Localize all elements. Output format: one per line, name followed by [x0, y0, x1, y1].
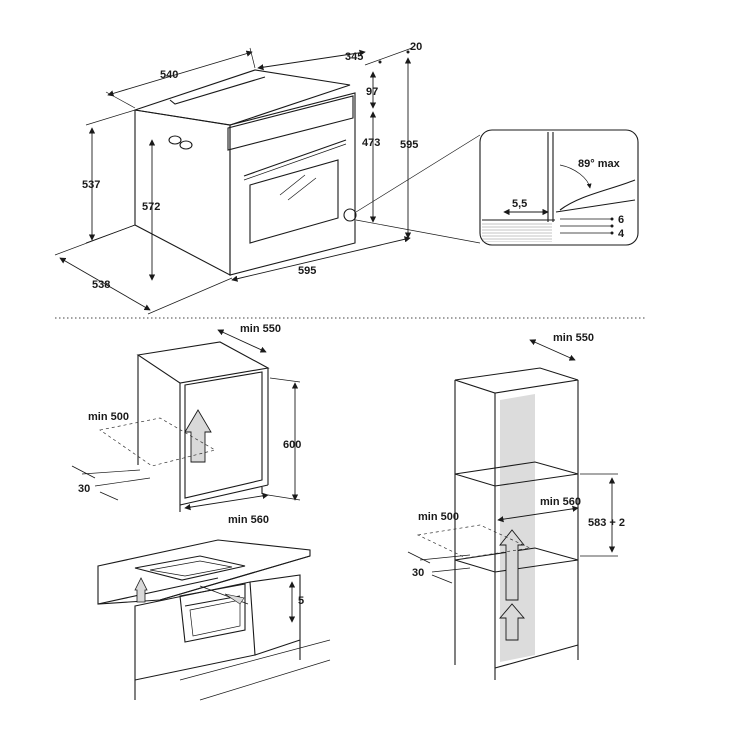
dim-20-label: 20: [410, 41, 422, 53]
undercounter-depth-line: [217, 329, 267, 353]
hob-cabinet-legs: [134, 640, 301, 700]
vent-opening: [99, 417, 216, 467]
hob-plate: [134, 555, 246, 581]
dim-540-line: [107, 50, 253, 97]
column-top: [454, 367, 579, 394]
hob-arrow-icon: [134, 577, 148, 603]
dim-595h-line: [231, 236, 411, 282]
column-vent-opening: [416, 524, 532, 559]
detail-inset: 89° max 5,5 6 4: [479, 129, 639, 246]
oven-glass-reflection: [279, 174, 317, 201]
column-gap-label: 30: [412, 567, 424, 579]
oven-side-panel: [134, 109, 231, 276]
undercounter-gap-line: [71, 465, 119, 501]
column-gap-line: [407, 551, 453, 584]
detail-marker: [343, 208, 357, 222]
detail-frame: [479, 129, 639, 246]
worktop-edge: [97, 555, 311, 605]
oven-drawing: 540 345 20 97 473 595 537 572 538 595: [54, 41, 481, 315]
floor-lines: [179, 639, 331, 701]
undercounter-cabinet: min 500 min 550 600 min 560 30: [71, 323, 301, 526]
dim-595h-label: 595: [298, 265, 316, 277]
dim-540-label: 540: [160, 69, 178, 81]
column-width-label: min 560: [540, 496, 581, 508]
detail-dim-lines: [560, 218, 612, 234]
detail-dim-a-label: 6: [618, 214, 624, 226]
hob-cable-arrow-icon: [224, 593, 245, 605]
detail-gap-label: 5,5: [512, 198, 527, 210]
cabinet-opening: [184, 371, 263, 499]
hob-installation: 5: [97, 539, 331, 701]
column-height-label: 583 + 2: [588, 517, 625, 529]
dim-538-label: 538: [92, 279, 110, 291]
detail-dim-b-label: 4: [618, 228, 625, 240]
oven-front: [229, 92, 356, 276]
dim-345-line: [257, 49, 366, 71]
dim-538-line: [59, 257, 151, 311]
oven-vent-a: [168, 135, 182, 145]
hob-gap-label: 5: [298, 595, 304, 607]
detail-leader: [355, 134, 481, 244]
undercounter-width-label: min 560: [228, 514, 269, 526]
detail-door-edge: [555, 199, 636, 213]
undercounter-width-line: [184, 492, 269, 511]
worktop: [97, 539, 311, 605]
dim-537-label: 537: [82, 179, 100, 191]
oven-window: [249, 159, 339, 244]
cabinet-top: [136, 341, 270, 384]
oven-top-notch: [169, 76, 266, 105]
dim-595v-label: 595: [400, 139, 418, 151]
hob-oven-front: [179, 583, 246, 643]
oven-fascia: [227, 95, 354, 151]
undercounter-height-label: 600: [283, 439, 301, 451]
cabinet-edges: [137, 355, 269, 505]
column-width-line: [497, 505, 579, 523]
detail-frame-edge: [547, 132, 554, 222]
column-depth-label: min 550: [553, 332, 594, 344]
cabinet-feet: [179, 487, 263, 512]
oven-handle: [243, 139, 347, 177]
dim-473-label: 473: [362, 137, 380, 149]
hob-cabinet-side: [249, 574, 301, 656]
dim-572-label: 572: [142, 201, 160, 213]
column-depth-line: [529, 339, 576, 361]
dim-540-ext: [105, 47, 256, 109]
undercounter-gap-label: 30: [78, 483, 90, 495]
detail-angle-arc: [559, 164, 592, 189]
dim-345-label: 345: [345, 51, 363, 63]
column-shelf-upper: [454, 461, 579, 487]
detail-angle-label: 89° max: [578, 158, 621, 170]
column-vent-arrow-icon: [499, 529, 525, 601]
dim-97-label: 97: [366, 86, 378, 98]
undercounter-depth-label: min 550: [240, 323, 281, 335]
detail-hinge-curve: [559, 179, 636, 211]
column-bottom: [494, 644, 579, 669]
detail-worktop: [482, 222, 552, 242]
hob-surface: [149, 560, 233, 577]
undercounter-vent-label: min 500: [88, 411, 129, 423]
hob-oven-window: [189, 599, 241, 637]
column-legs: [454, 645, 579, 680]
column-vent-arrow-lower-icon: [499, 603, 525, 641]
oven-vent-b: [179, 140, 193, 150]
vent-arrow-icon: [184, 409, 212, 463]
oven-handle-inner: [243, 143, 347, 181]
column-cabinet: min 500 min 550 min 560 583 + 2 30: [407, 332, 625, 680]
column-vent-label: min 500: [418, 511, 459, 523]
